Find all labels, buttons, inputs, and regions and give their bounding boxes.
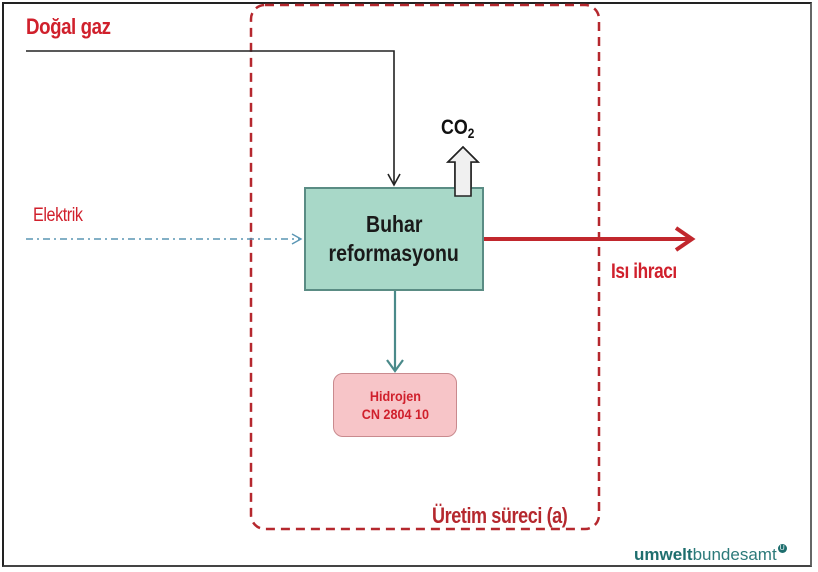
product-label-line1: Hidrojen <box>369 388 421 404</box>
product-label-line2: CN 2804 10 <box>361 406 429 422</box>
steam-reforming-process-box: Buhar reformasyonu <box>304 187 484 291</box>
hydrogen-arrowhead <box>386 359 404 373</box>
co2-label-subscript: 2 <box>467 125 475 141</box>
system-boundary <box>249 3 601 531</box>
natural-gas-flow-line <box>26 50 395 184</box>
electricity-label: Elektrik <box>33 205 83 226</box>
logo-light-text: bundesamt <box>692 545 777 564</box>
hydrogen-product-box: Hidrojen CN 2804 10 <box>333 373 457 437</box>
co2-label: CO2 <box>441 116 474 141</box>
outer-frame <box>2 2 812 567</box>
process-label-line1: Buhar <box>365 211 423 237</box>
logo-bold-text: umwelt <box>634 545 693 564</box>
co2-label-base: CO <box>441 116 468 139</box>
heat-export-label: Isı ihracı <box>611 260 677 283</box>
electricity-arrowhead <box>291 233 303 245</box>
natural-gas-arrowhead <box>387 173 401 187</box>
logo-mark-icon: U <box>777 544 787 553</box>
natural-gas-label: Doğal gaz <box>26 14 111 39</box>
heat-export-arrowhead <box>674 226 696 252</box>
production-process-label: Üretim süreci (a) <box>432 503 568 528</box>
process-label-line2: reformasyonu <box>328 240 460 266</box>
